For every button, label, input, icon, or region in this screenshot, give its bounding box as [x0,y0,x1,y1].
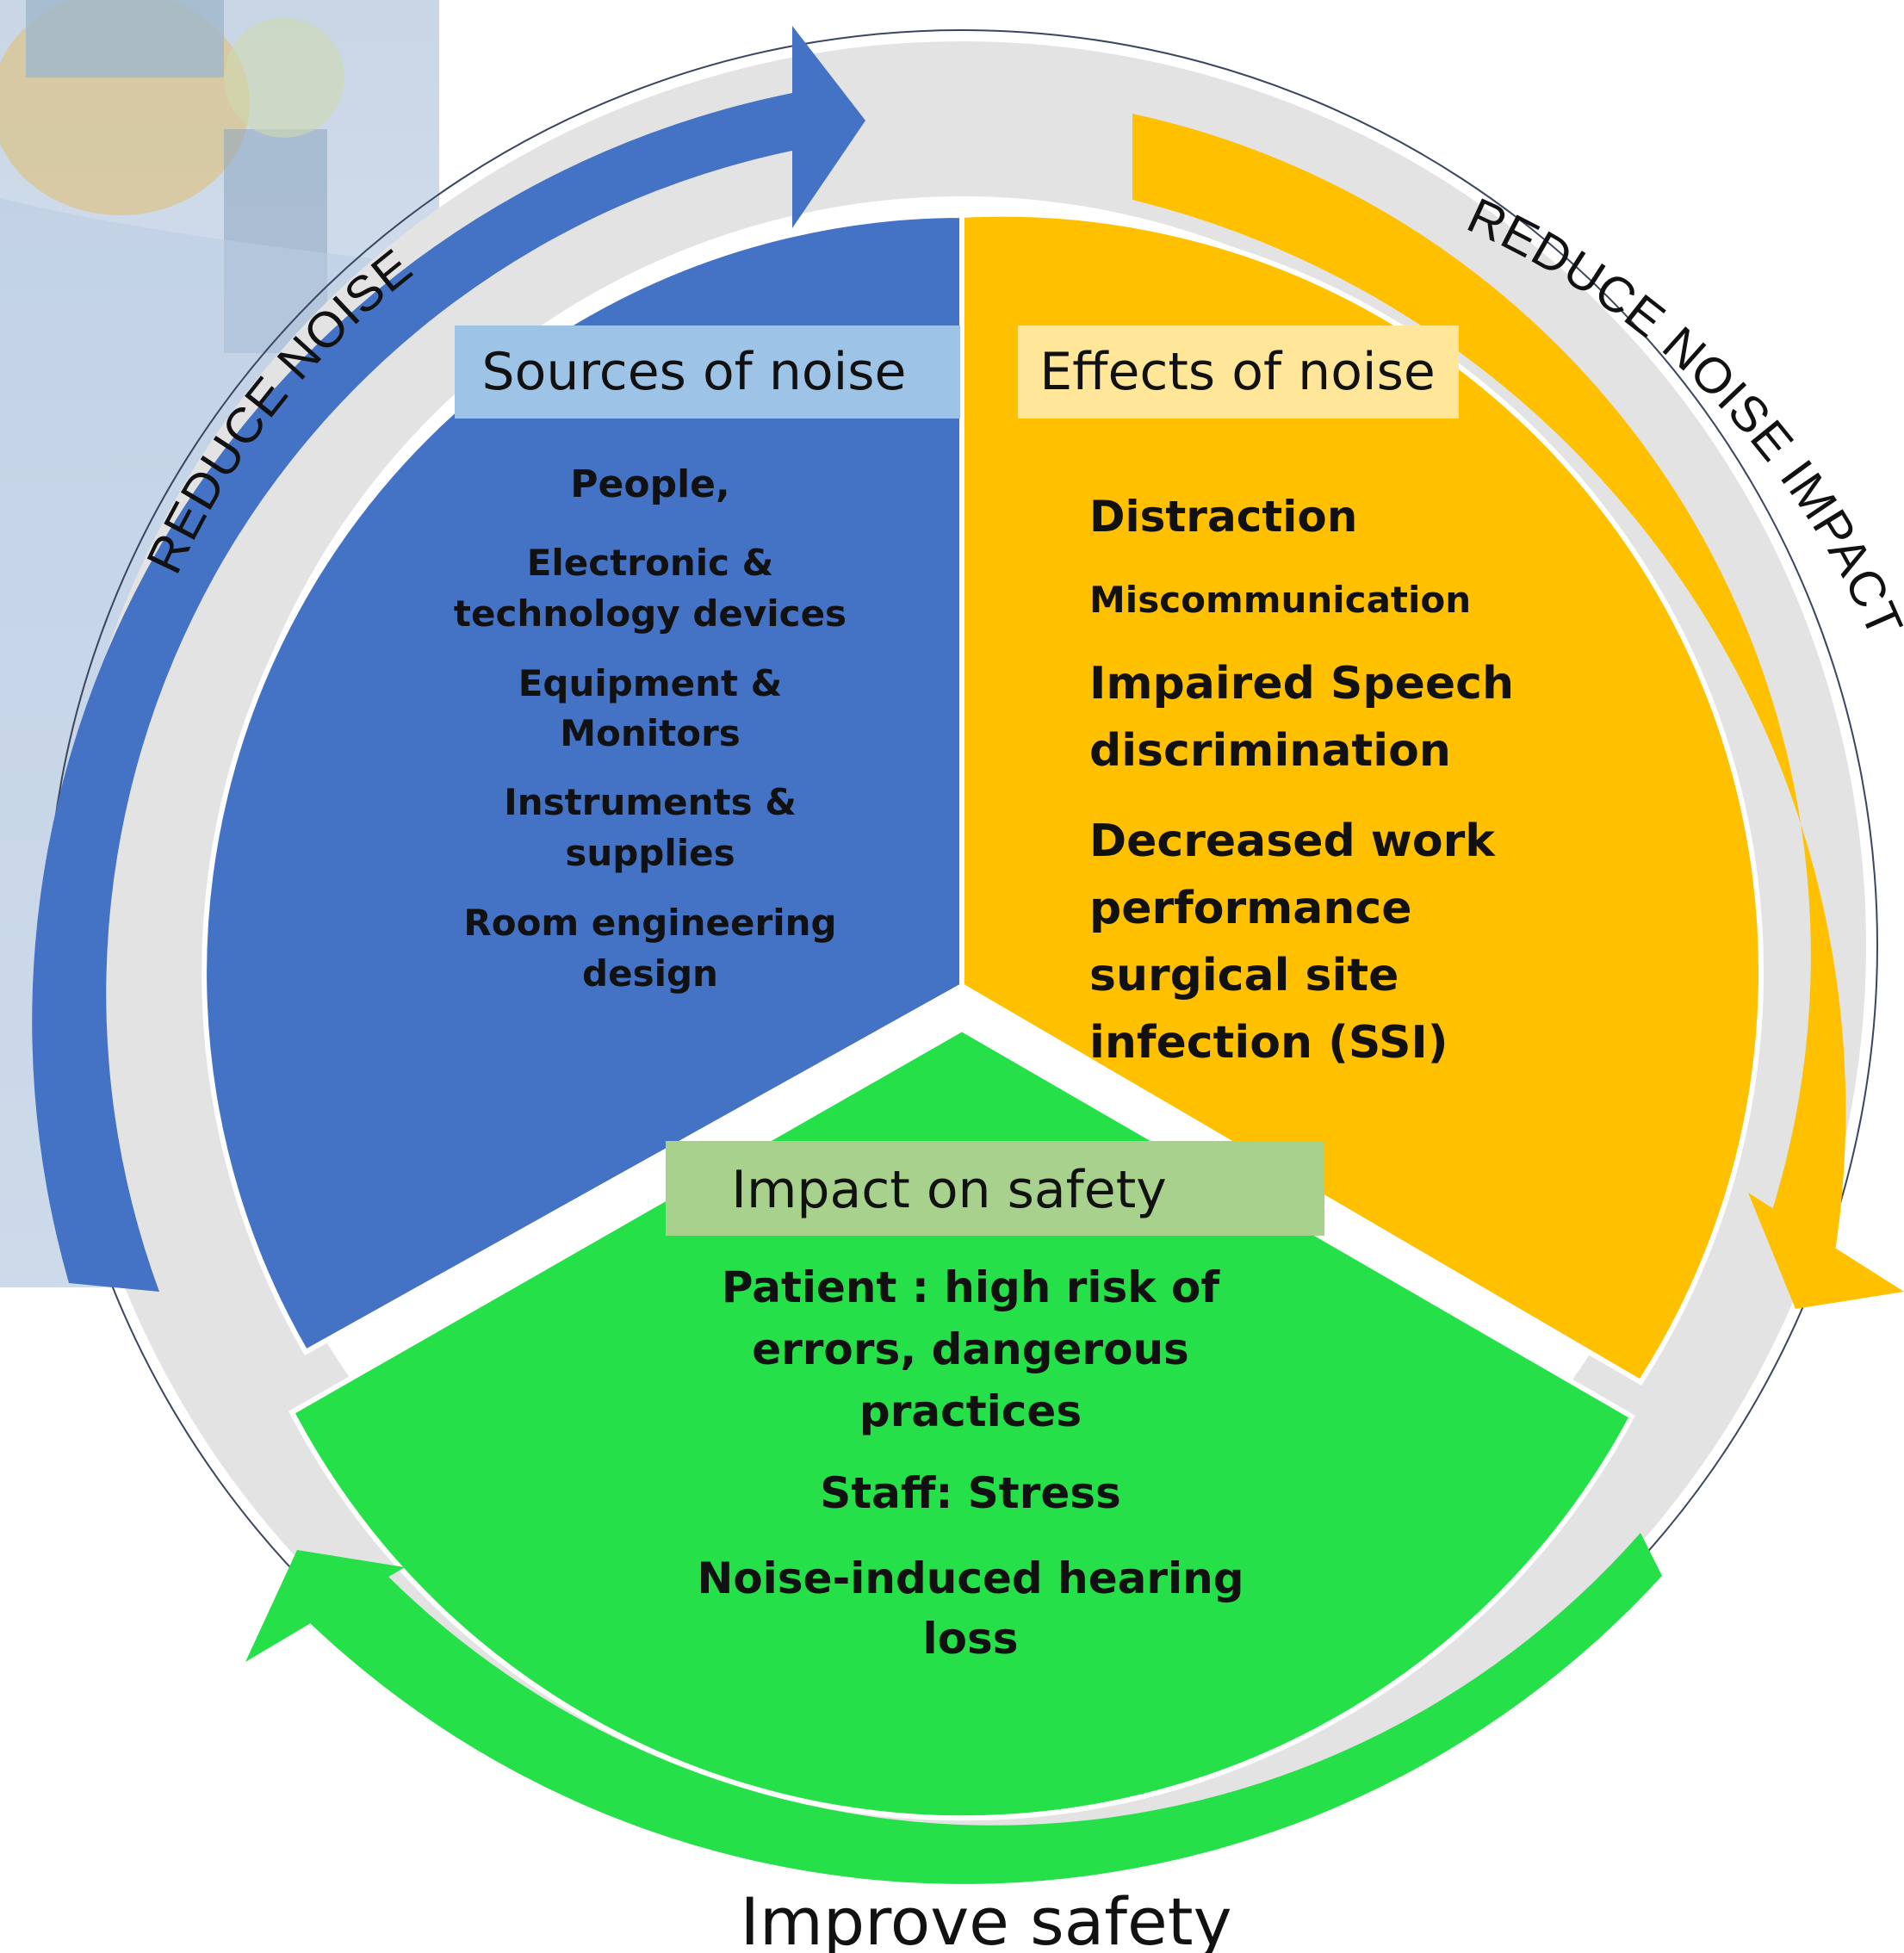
list-item: Instruments & [504,781,797,823]
list-item: supplies [565,832,735,874]
list-item: Room engineering [463,902,836,944]
green-arrow-body [310,1533,1662,1884]
list-item: Distraction [1089,492,1357,542]
effects-list: Distraction Miscommunication Impaired Sp… [1089,492,1514,1069]
list-item: technology devices [454,592,847,635]
sources-list: People, Electronic & technology devices … [454,462,847,995]
orange-arrow-body [1132,114,1846,1257]
list-item: errors, dangerous [752,1324,1189,1374]
list-item: infection (SSI) [1089,1017,1448,1069]
blue-arrowhead-icon [792,26,865,228]
list-item: People, [570,462,729,506]
list-item: loss [922,1614,1018,1664]
list-item: Electronic & [527,542,774,584]
list-item: Equipment & [518,662,783,704]
list-item: Monitors [560,712,741,754]
sources-title-box [455,326,960,418]
list-item: Patient : high risk of [722,1262,1220,1312]
list-item: Miscommunication [1089,579,1471,621]
green-arrowhead-icon [245,1550,405,1662]
list-item: Impaired Speech [1089,658,1514,710]
list-item: Decreased work [1089,815,1496,867]
sector-effects-of-noise [959,211,1764,1386]
blue-arrow-body [32,93,792,1292]
list-item: performance [1089,883,1412,934]
impact-list: Patient : high risk of errors, dangerous… [697,1262,1243,1664]
list-item: discrimination [1089,725,1451,777]
list-item: Staff: Stress [820,1468,1121,1518]
improve-safety-label: Improve safety [740,1883,1231,1953]
list-item: surgical site [1089,950,1399,1001]
sources-title: Sources of noise [482,342,907,402]
effects-title-box [1018,326,1459,418]
list-item: practices [859,1386,1082,1436]
impact-title: Impact on safety [731,1160,1167,1220]
sector-sources-of-noise [202,212,964,1356]
impact-title-box [666,1141,1324,1236]
orange-arrowhead-icon [1748,1193,1904,1309]
list-item: Noise-induced hearing [697,1553,1243,1603]
list-item: design [582,952,718,995]
effects-title: Effects of noise [1039,342,1436,402]
